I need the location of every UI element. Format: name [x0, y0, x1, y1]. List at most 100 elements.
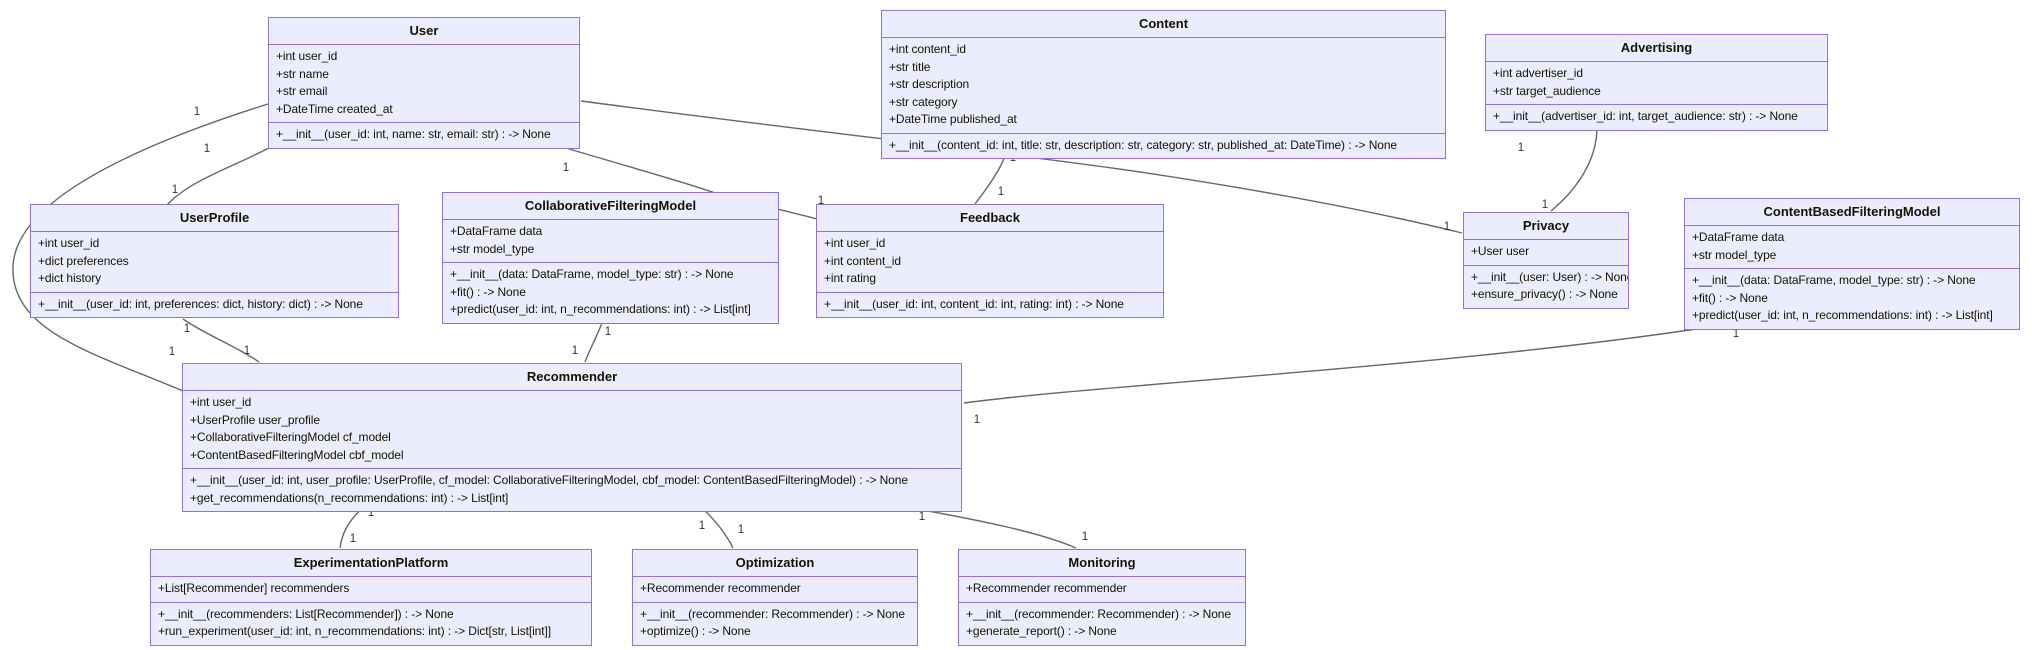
class-attribute: +str description [889, 77, 970, 91]
class-method: +generate_report() : -> None [966, 624, 1117, 638]
class-title: Feedback [817, 205, 1163, 232]
class-attribute: +CollaborativeFilteringModel cf_model [190, 430, 391, 444]
class-attribute: +int content_id [824, 253, 901, 268]
class-box-cbfm: ContentBasedFilteringModel +DataFrame dat… [1684, 198, 2020, 330]
class-method: +__init__(data: DataFrame, model_type: s… [1692, 273, 1976, 287]
class-attribute: +str email [276, 84, 328, 98]
class-attribute: +int user_id [276, 49, 338, 63]
class-attribute: +ContentBasedFilteringModel cbf_model [190, 447, 404, 462]
class-attributes-section: +User user [1464, 240, 1628, 265]
class-attribute: +Recommender recommender [966, 581, 1127, 595]
class-title: Recommender [183, 364, 961, 391]
multiplicity-label: 1 [973, 414, 981, 426]
multiplicity-label: 1 [1541, 199, 1549, 211]
multiplicity-label: 1 [1517, 142, 1525, 154]
class-method: +__init__(recommender: Recommender) : ->… [966, 606, 1231, 621]
relation-edge-user-recommender [12, 103, 269, 392]
multiplicity-label: 1 [817, 195, 825, 207]
multiplicity-label: 1 [183, 323, 191, 335]
class-box-advertising: Advertising+int advertiser_id+str target… [1485, 34, 1828, 131]
class-methods-section: +__init__(user_id: int, user_profile: Us… [183, 468, 961, 511]
multiplicity-label: 1 [349, 533, 357, 545]
multiplicity-label: 1 [1081, 531, 1089, 543]
class-box-optimization: Optimization+Recommender recommender +__i… [632, 549, 918, 646]
class-method: +__init__(user_id: int, user_profile: Us… [190, 473, 908, 487]
class-title: Content [882, 11, 1445, 38]
class-methods-section: +__init__(user: User) : -> None+ensure_p… [1464, 264, 1628, 308]
class-methods-section: +__init__(recommenders: List[Recommender… [151, 601, 591, 645]
relation-edge-recommender-optimization [701, 507, 734, 549]
multiplicity-label: 1 [698, 520, 706, 532]
class-methods-section: +__init__(recommender: Recommender) : ->… [633, 601, 917, 645]
multiplicity-label: 1 [171, 184, 179, 196]
class-attribute: +List[Recommender] recommenders [158, 581, 350, 595]
class-attribute: +int user_id [38, 236, 100, 250]
multiplicity-label: 1 [918, 511, 926, 523]
class-attributes-section: +DataFrame data+str model_type [443, 220, 778, 262]
class-attribute: +str category [889, 94, 958, 109]
class-method: +__init__(content_id: int, title: str, d… [889, 137, 1397, 152]
class-attribute: +str title [889, 59, 931, 74]
class-methods-section: +__init__(recommender: Recommender) : ->… [959, 601, 1245, 645]
class-attribute: +str model_type [450, 241, 535, 256]
multiplicity-label: 1 [168, 346, 176, 358]
class-method: +__init__(data: DataFrame, model_type: s… [450, 267, 734, 281]
class-title: Privacy [1464, 213, 1628, 240]
class-method: +__init__(recommenders: List[Recommender… [158, 606, 454, 621]
multiplicity-label: 1 [1443, 221, 1451, 233]
class-attribute: +str target_audience [1493, 83, 1601, 98]
class-attribute: +int content_id [889, 42, 966, 56]
class-attribute: +UserProfile user_profile [190, 412, 320, 427]
class-method: +optimize() : -> None [640, 624, 751, 638]
class-attribute: +DataFrame data [1692, 230, 1785, 244]
class-method: +fit() : -> None [1692, 290, 1768, 305]
class-box-privacy: Privacy +User user +__init__(user: User) :… [1463, 212, 1629, 309]
class-title: User [269, 18, 579, 45]
class-title: Monitoring [959, 550, 1245, 577]
class-method: +__init__(recommender: Recommender) : ->… [640, 606, 905, 621]
relation-edge-user-userprofile [166, 140, 283, 206]
class-methods-section: +__init__(user_id: int, content_id: int,… [817, 291, 1163, 318]
multiplicity-label: 1 [562, 162, 570, 174]
class-method: +run_experiment(user_id: int, n_recommen… [158, 624, 551, 638]
class-method: +__init__(user_id: int, content_id: int,… [824, 296, 1124, 311]
class-methods-section: +__init__(user_id: int, name: str, email… [269, 122, 579, 148]
multiplicity-label: 1 [193, 106, 201, 118]
multiplicity-label: 1 [367, 507, 375, 519]
class-method: +__init__(user_id: int, name: str, email… [276, 127, 551, 141]
class-attribute: +dict preferences [38, 253, 129, 268]
class-methods-section: +__init__(data: DataFrame, model_type: s… [1685, 268, 2019, 329]
relation-edge-cfm-recommender [584, 322, 603, 363]
class-method: +__init__(user_id: int, preferences: dic… [38, 296, 363, 311]
multiplicity-label: 1 [604, 326, 612, 338]
multiplicity-label: 1 [997, 186, 1005, 198]
class-box-monitoring: Monitoring +Recommender recommender +__ini… [958, 549, 1246, 646]
class-title: CollaborativeFilteringModel [443, 193, 778, 220]
class-title: ExperimentationPlatform [151, 550, 591, 577]
class-box-cfm: CollaborativeFilteringModel+DataFrame da… [442, 192, 779, 324]
class-attributes-section: +Recommender recommender [633, 577, 917, 602]
multiplicity-label: 1 [203, 143, 211, 155]
relation-edge-user-feedback [545, 141, 818, 220]
class-attribute: +str model_type [1692, 247, 1777, 262]
class-method: +__init__(user: User) : -> None [1471, 269, 1628, 284]
class-title: ContentBasedFilteringModel [1685, 199, 2019, 226]
class-attributes-section: +int user_id +UserProfile user_profile +Co… [183, 391, 961, 468]
multiplicity-label: 1 [1732, 328, 1740, 340]
class-attribute: +int user_id [190, 395, 252, 409]
class-attribute: +int user_id [824, 236, 886, 250]
class-method: +__init__(advertiser_id: int, target_aud… [1493, 109, 1798, 123]
class-attributes-section: +Recommender recommender [959, 577, 1245, 602]
class-attribute: +User user [1471, 244, 1530, 258]
multiplicity-label: 1 [737, 524, 745, 536]
class-title: Advertising [1486, 35, 1827, 62]
class-box-expplatform: ExperimentationPlatform +List[Recommender… [150, 549, 592, 646]
relation-edge-recommender-monitoring [911, 507, 1077, 549]
class-box-feedback: Feedback+int user_id+int content_id+int … [816, 204, 1164, 318]
class-attributes-section: +int user_id+int content_id+int rating [817, 232, 1163, 292]
class-method: +predict(user_id: int, n_recommendations… [1692, 308, 1993, 322]
multiplicity-label: 1 [571, 345, 579, 357]
relation-edge-userprofile-recommender [182, 318, 260, 363]
class-title: Optimization [633, 550, 917, 577]
